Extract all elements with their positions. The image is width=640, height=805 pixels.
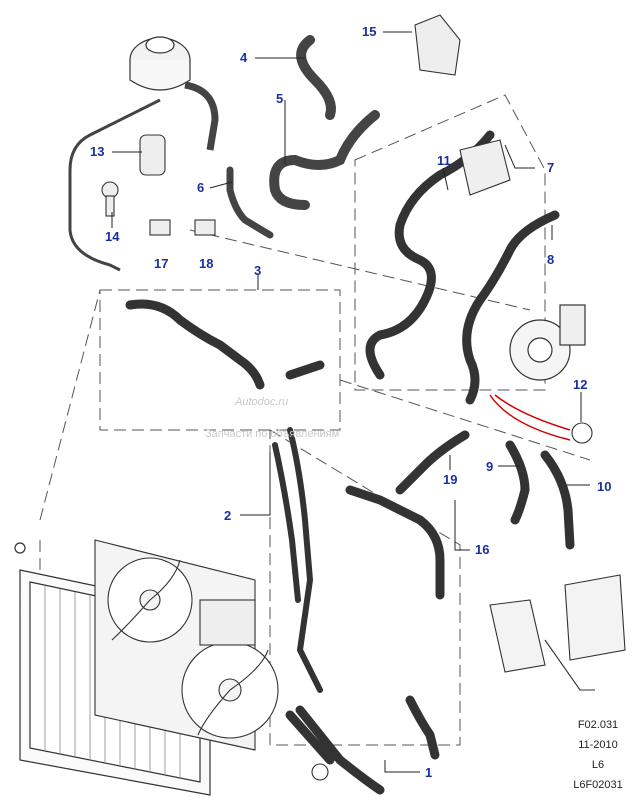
revision-date: 11-2010 (578, 739, 618, 751)
callout-1: 1 (425, 765, 432, 780)
expansion-tank (129, 36, 191, 91)
hose-assembly-7 (365, 130, 560, 405)
callout-14: 14 (105, 229, 120, 244)
small-parts (101, 14, 593, 781)
callout-5: 5 (276, 91, 283, 106)
model-code: L6 (591, 759, 605, 771)
thermostat-housing (459, 139, 511, 196)
callout-12: 12 (573, 377, 587, 392)
hose-assembly-3 (125, 299, 325, 390)
tank-outlet-hose (184, 81, 219, 151)
part-12-highlight (489, 394, 571, 441)
callout-15: 15 (362, 24, 376, 39)
callout-7: 7 (547, 160, 554, 175)
callout-9: 9 (486, 459, 493, 474)
callout-6: 6 (197, 180, 204, 195)
heater-core-module (489, 574, 626, 691)
callout-16: 16 (475, 542, 489, 557)
callout-13: 13 (90, 144, 104, 159)
callout-10: 10 (597, 479, 611, 494)
watermark: Autodoc.ru Запчасти по объявлениям (205, 396, 339, 440)
pulley (509, 304, 586, 381)
drawing-reference-block: F02.031 11-2010 L6 L6F02031 (568, 715, 628, 795)
callout-3: 3 (254, 263, 261, 278)
upper-hoses (226, 35, 380, 239)
leader-lines (111, 31, 590, 773)
fan-assembly (94, 539, 279, 751)
callout-18: 18 (199, 256, 213, 271)
bleed-pipe (68, 98, 161, 272)
watermark-brand: Autodoc.ru (234, 396, 288, 408)
callout-2: 2 (224, 508, 231, 523)
callout-11: 11 (437, 153, 451, 168)
drawing-id: L6F02031 (573, 779, 623, 791)
callout-17: 17 (154, 256, 168, 271)
figure-code: F02.031 (577, 719, 619, 731)
watermark-subtitle: Запчасти по объявлениям (205, 428, 339, 440)
callout-19: 19 (443, 472, 457, 487)
callouts: 4 5 6 7 8 11 13 14 15 17 18 3 12 2 16 9 … (90, 24, 611, 780)
callout-4: 4 (240, 50, 248, 65)
callout-8: 8 (547, 252, 554, 267)
hose-assembly-2 (272, 427, 323, 693)
lower-hoses (285, 430, 575, 795)
